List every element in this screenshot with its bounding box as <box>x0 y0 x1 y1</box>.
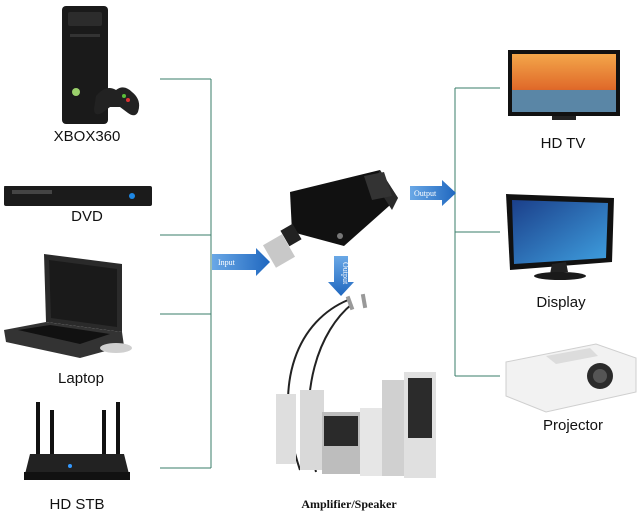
router-stb-icon <box>24 402 130 480</box>
output-label-hd-tv: HD TV <box>540 135 586 152</box>
monitor-icon <box>506 194 614 280</box>
input-arrow-label: Input <box>218 258 236 267</box>
output-label-display: Display <box>536 294 586 311</box>
left-connector-lines <box>160 78 212 469</box>
input-arrow: Input <box>212 248 270 276</box>
xbox360-console-icon <box>62 6 140 124</box>
output-label-projector: Projector <box>542 417 604 434</box>
projector-icon <box>505 343 637 413</box>
source-label-dvd: DVD <box>71 208 103 225</box>
source-label-xbox360: XBOX360 <box>53 128 121 145</box>
speaker-system-icon <box>276 293 436 478</box>
dvd-player-icon <box>4 186 152 206</box>
right-connector-lines <box>454 87 500 377</box>
output-right-arrow: Output <box>410 180 456 206</box>
hdmi-to-vga-adapter-icon <box>262 170 398 268</box>
source-label-hd-stb: HD STB <box>49 496 105 513</box>
laptop-icon <box>4 254 132 358</box>
output-down-arrow-label: Output <box>341 262 350 285</box>
output-down-arrow: Output <box>328 256 354 296</box>
hd-tv-icon <box>508 50 620 120</box>
source-label-laptop: Laptop <box>58 370 104 387</box>
output-right-arrow-label: Output <box>414 189 437 198</box>
audio-device-label: Amplifier/Speaker <box>301 497 397 511</box>
